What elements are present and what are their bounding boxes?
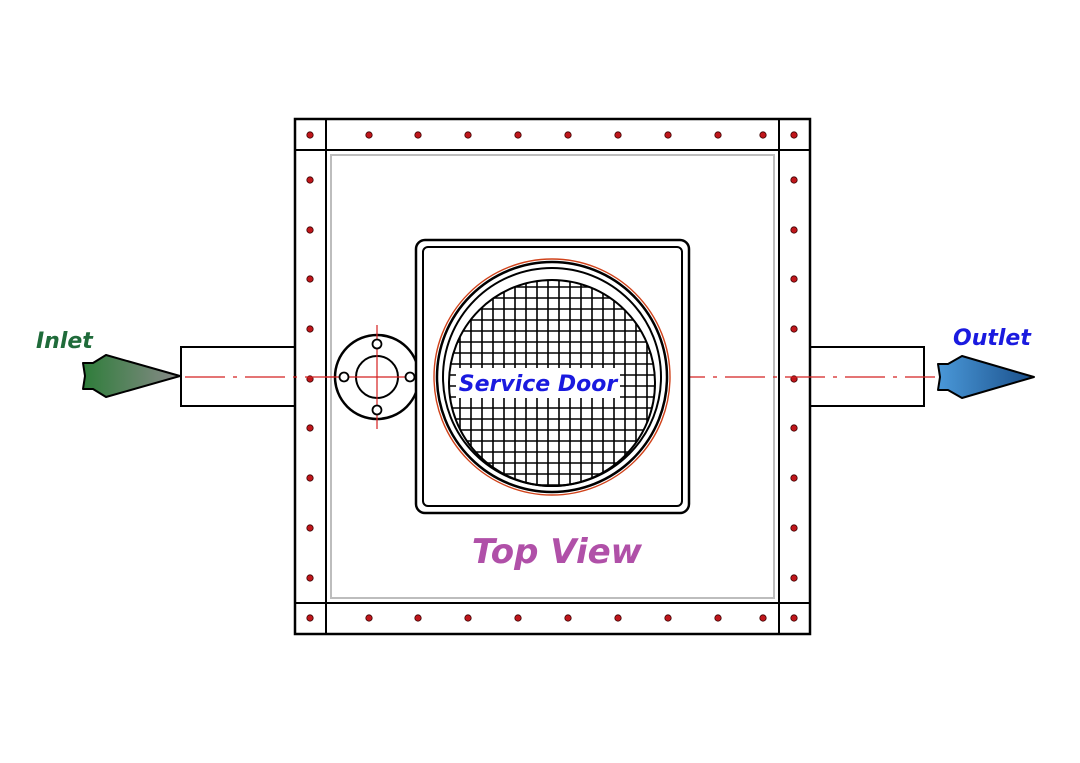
corner-block-bottom-left [294, 602, 327, 635]
bolt-hole-icon [790, 325, 798, 333]
inlet-label: Inlet [36, 329, 94, 354]
service-door-seal [433, 258, 671, 496]
bolt-hole-icon [464, 614, 472, 622]
bolt-hole-icon [306, 474, 314, 482]
bolt-hole-icon [365, 614, 373, 622]
corner-block-bottom-right [778, 602, 811, 635]
bolt-hole-icon [790, 226, 798, 234]
bolt-hole-icon [664, 614, 672, 622]
bolt-hole-icon [614, 131, 622, 139]
bolt-hole-icon [464, 131, 472, 139]
service-door-label-bg [456, 368, 620, 398]
bolt-hole-icon [790, 176, 798, 184]
service-door: Service Door [414, 238, 691, 515]
bolt-hole-icon [790, 574, 798, 582]
corner-blocks [294, 118, 811, 635]
view-title: Top View [472, 532, 643, 572]
bolt-hole-icon [306, 325, 314, 333]
bolt-hole-icon [759, 131, 767, 139]
corner-block-top-right [778, 118, 811, 151]
inlet-arrow-icon [82, 354, 181, 398]
bolt-hole-icon [790, 614, 798, 622]
bolt-hole-icon [306, 176, 314, 184]
bolt-hole-icon [306, 275, 314, 283]
bolt-hole-icon [714, 131, 722, 139]
bolt-hole-icon [790, 131, 798, 139]
bolt-hole-icon [306, 226, 314, 234]
corner-block-top-left [294, 118, 327, 151]
round-flange-icon [325, 325, 429, 429]
bolt-hole-icon [759, 614, 767, 622]
bolt-hole-icon [306, 574, 314, 582]
bolt-hole-icon [514, 614, 522, 622]
bolt-hole-icon [414, 614, 422, 622]
bolt-hole-icon [664, 131, 672, 139]
bolt-hole-icon [306, 131, 314, 139]
bolt-hole-icon [306, 524, 314, 532]
bolt-hole-icon [564, 131, 572, 139]
bolt-hole-icon [564, 614, 572, 622]
bolt-hole-icon [790, 275, 798, 283]
bolt-holes [306, 131, 798, 622]
bolt-hole-icon [365, 131, 373, 139]
bolt-hole-icon [414, 131, 422, 139]
bolt-hole-icon [514, 131, 522, 139]
service-door-panel [422, 246, 683, 507]
bolt-hole-icon [790, 424, 798, 432]
service-door-label: Service Door [459, 372, 619, 397]
bolt-hole-icon [306, 614, 314, 622]
bolt-hole-icon [790, 474, 798, 482]
bolt-hole-icon [714, 614, 722, 622]
bolt-hole-icon [614, 614, 622, 622]
bolt-hole-icon [306, 424, 314, 432]
bolt-hole-icon [790, 524, 798, 532]
outlet-label: Outlet [953, 326, 1032, 351]
outlet-arrow-icon [937, 355, 1035, 399]
frame-strips [325, 149, 780, 604]
